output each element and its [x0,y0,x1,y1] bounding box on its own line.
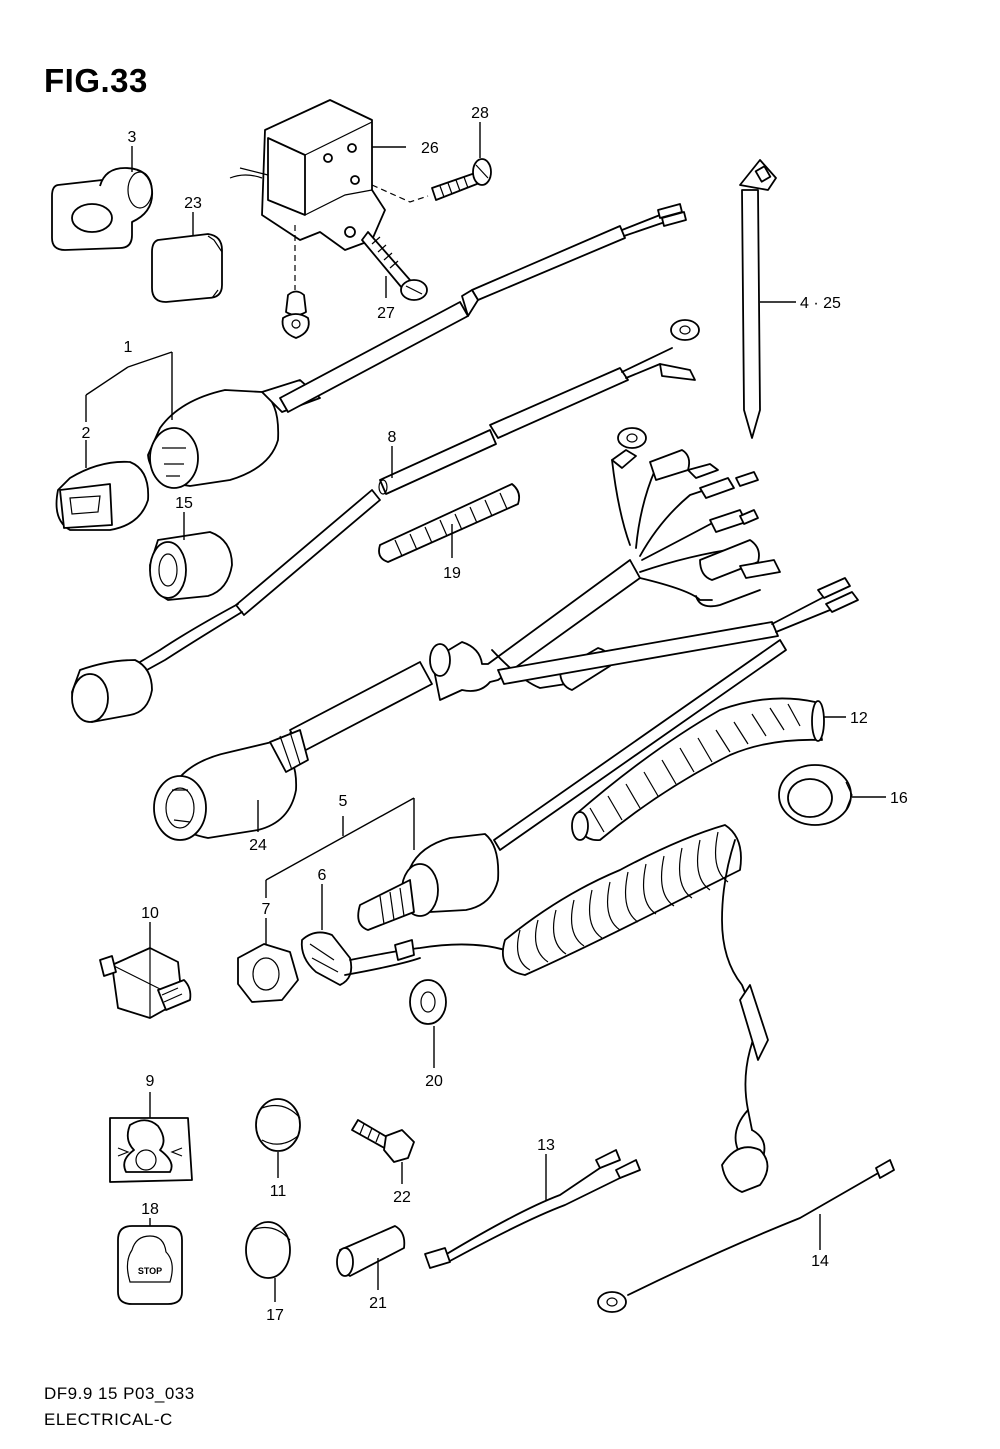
callout-27: 27 [377,305,395,322]
callout-15: 15 [175,495,193,512]
part-12-corrugated-tube [571,697,825,841]
callout-10: 10 [141,905,159,922]
part-26-bracket [229,99,386,251]
wire-top [471,203,687,301]
callout-13: 13 [537,1137,555,1154]
figure-code: DF9.9 15 P03_033 [44,1384,195,1403]
callout-9: 9 [146,1073,155,1090]
part-3-grommet [51,167,154,251]
callout-12: 12 [850,710,868,727]
part-8-tube [378,429,497,495]
part-16-grommet [778,764,853,826]
part-24-connector [153,729,309,841]
callout-1: 1 [124,339,133,356]
callout-6: 6 [318,867,327,884]
stop-text: STOP [138,1266,162,1276]
callout-22: 22 [393,1189,411,1206]
callout-19: 19 [443,565,461,582]
part-21-sleeve [336,1225,406,1277]
callout-7: 7 [262,901,271,918]
dash-28 [371,184,429,203]
part-15-grommet [149,531,233,601]
part-9-panel [109,1117,193,1183]
callout-8: 8 [388,429,397,446]
part-23-cap [151,233,223,303]
part-14-ground-wire [597,1159,895,1313]
callout-26: 26 [421,140,439,157]
part-27-screw [361,231,428,301]
part-7-nut [237,943,299,1003]
callout-5: 5 [339,793,348,810]
callout-17: 17 [266,1307,284,1324]
callout-23: 23 [184,195,202,212]
callout-2: 2 [82,425,91,442]
leader-1a [127,351,173,368]
part-clip [281,290,310,339]
leader-1c [85,366,129,396]
part-18-stop-button: STOP [117,1225,183,1305]
callout-18: 18 [141,1201,159,1218]
ring-terminal-top [489,319,700,439]
part-1-coupler [147,301,469,489]
part-6-clip-lanyard [300,931,506,986]
callout-28: 28 [471,105,489,122]
figure-section: ELECTRICAL-C [44,1410,173,1429]
harness-branches [611,427,781,608]
part-13-harness [424,1149,641,1269]
callout-11: 11 [270,1183,287,1200]
callout-4-25: 4 · 25 [800,295,841,312]
part-22-bolt [351,1119,415,1163]
part-4-25-cable-tie [739,159,777,439]
part-28-screw [431,158,492,201]
part-2-boot [55,460,150,531]
callout-20: 20 [425,1073,443,1090]
coiled-lanyard [501,824,769,1193]
part-10-switch [99,947,192,1019]
callout-labels: 3 23 26 28 27 4 · 25 1 2 8 15 19 12 16 5… [82,105,908,1324]
part-17-plug [245,1221,291,1279]
callout-21: 21 [369,1295,387,1312]
callout-3: 3 [128,129,137,146]
part-5-stop-switch [357,639,787,931]
leader-5a [265,797,415,881]
part-19-sleeve [378,483,521,563]
figure-title: FIG.33 [44,62,148,99]
wire-right-connector [497,577,859,685]
callout-24: 24 [249,837,267,854]
part-20-washer [409,979,447,1025]
wire-break [461,289,479,317]
wire-grommet [71,489,381,723]
part-11-plug [255,1098,301,1152]
callout-14: 14 [811,1253,829,1270]
callout-16: 16 [890,790,908,807]
